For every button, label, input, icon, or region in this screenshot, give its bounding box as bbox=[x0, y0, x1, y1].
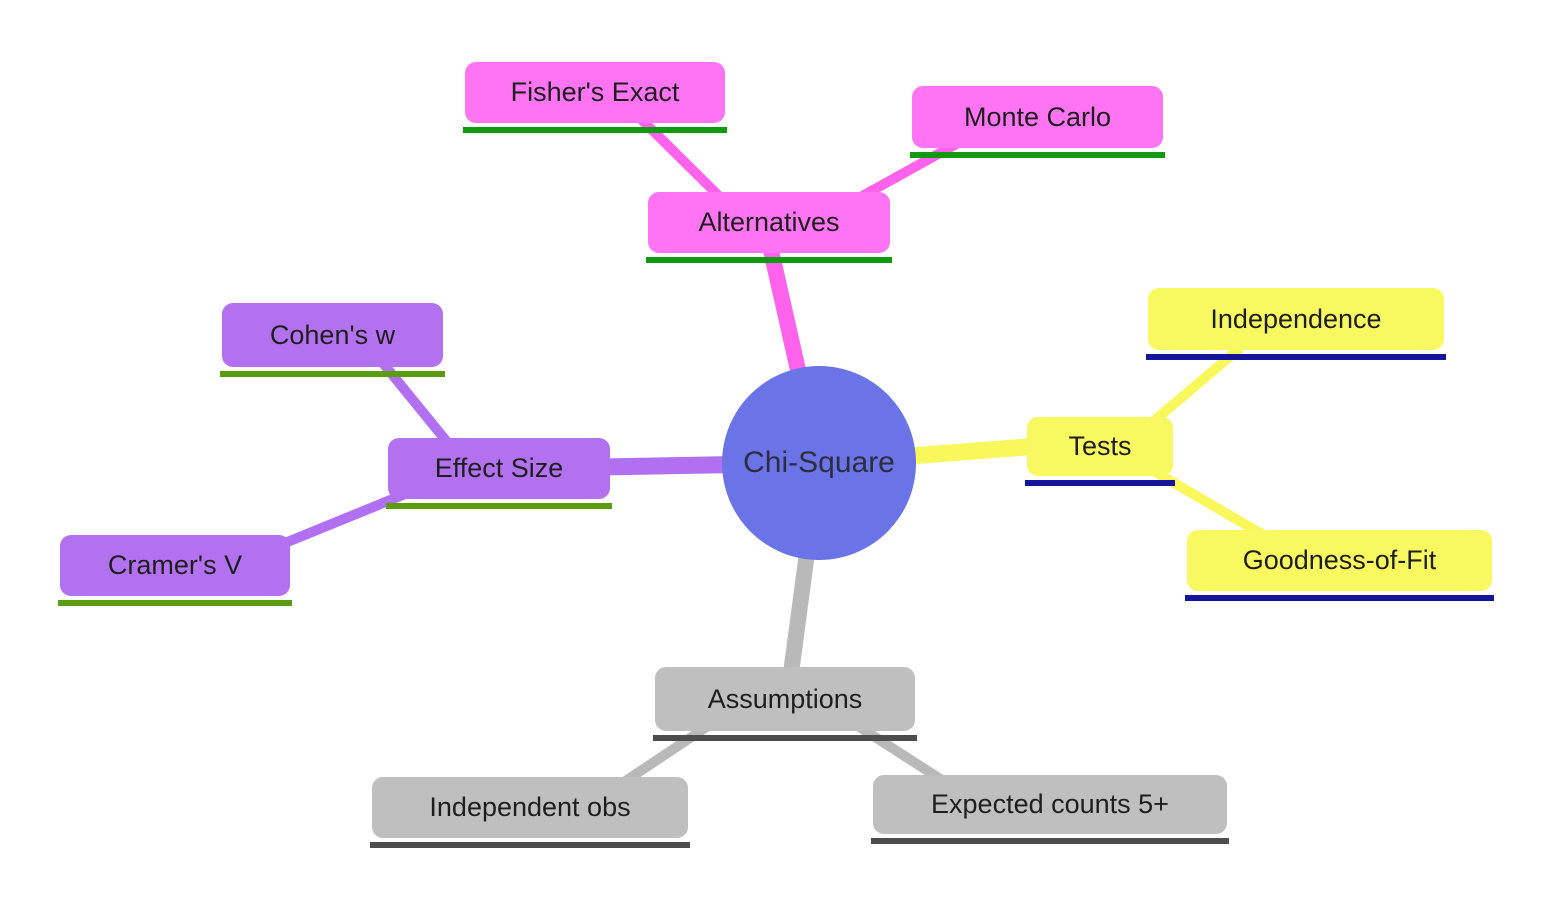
node-expected-counts[interactable]: Expected counts 5+ bbox=[871, 775, 1229, 844]
node-independent-obs[interactable]: Independent obs bbox=[370, 777, 690, 848]
node-assumptions[interactable]: Assumptions bbox=[653, 667, 917, 741]
node-cramers-v[interactable]: Cramer's V bbox=[58, 535, 292, 606]
node-chi-square-center[interactable]: Chi-Square bbox=[722, 366, 916, 560]
node-tests[interactable]: Tests bbox=[1025, 417, 1175, 486]
node-cohens-w[interactable]: Cohen's w bbox=[220, 303, 445, 377]
node-goodness-of-fit[interactable]: Goodness-of-Fit bbox=[1185, 530, 1494, 601]
node-alternatives[interactable]: Alternatives bbox=[646, 192, 892, 263]
connector-tests-independence bbox=[1144, 344, 1244, 430]
node-monte-carlo[interactable]: Monte Carlo bbox=[910, 86, 1165, 158]
node-fishers-exact[interactable]: Fisher's Exact bbox=[463, 62, 727, 133]
node-effect-size[interactable]: Effect Size bbox=[386, 438, 612, 509]
node-independence[interactable]: Independence bbox=[1146, 288, 1446, 360]
